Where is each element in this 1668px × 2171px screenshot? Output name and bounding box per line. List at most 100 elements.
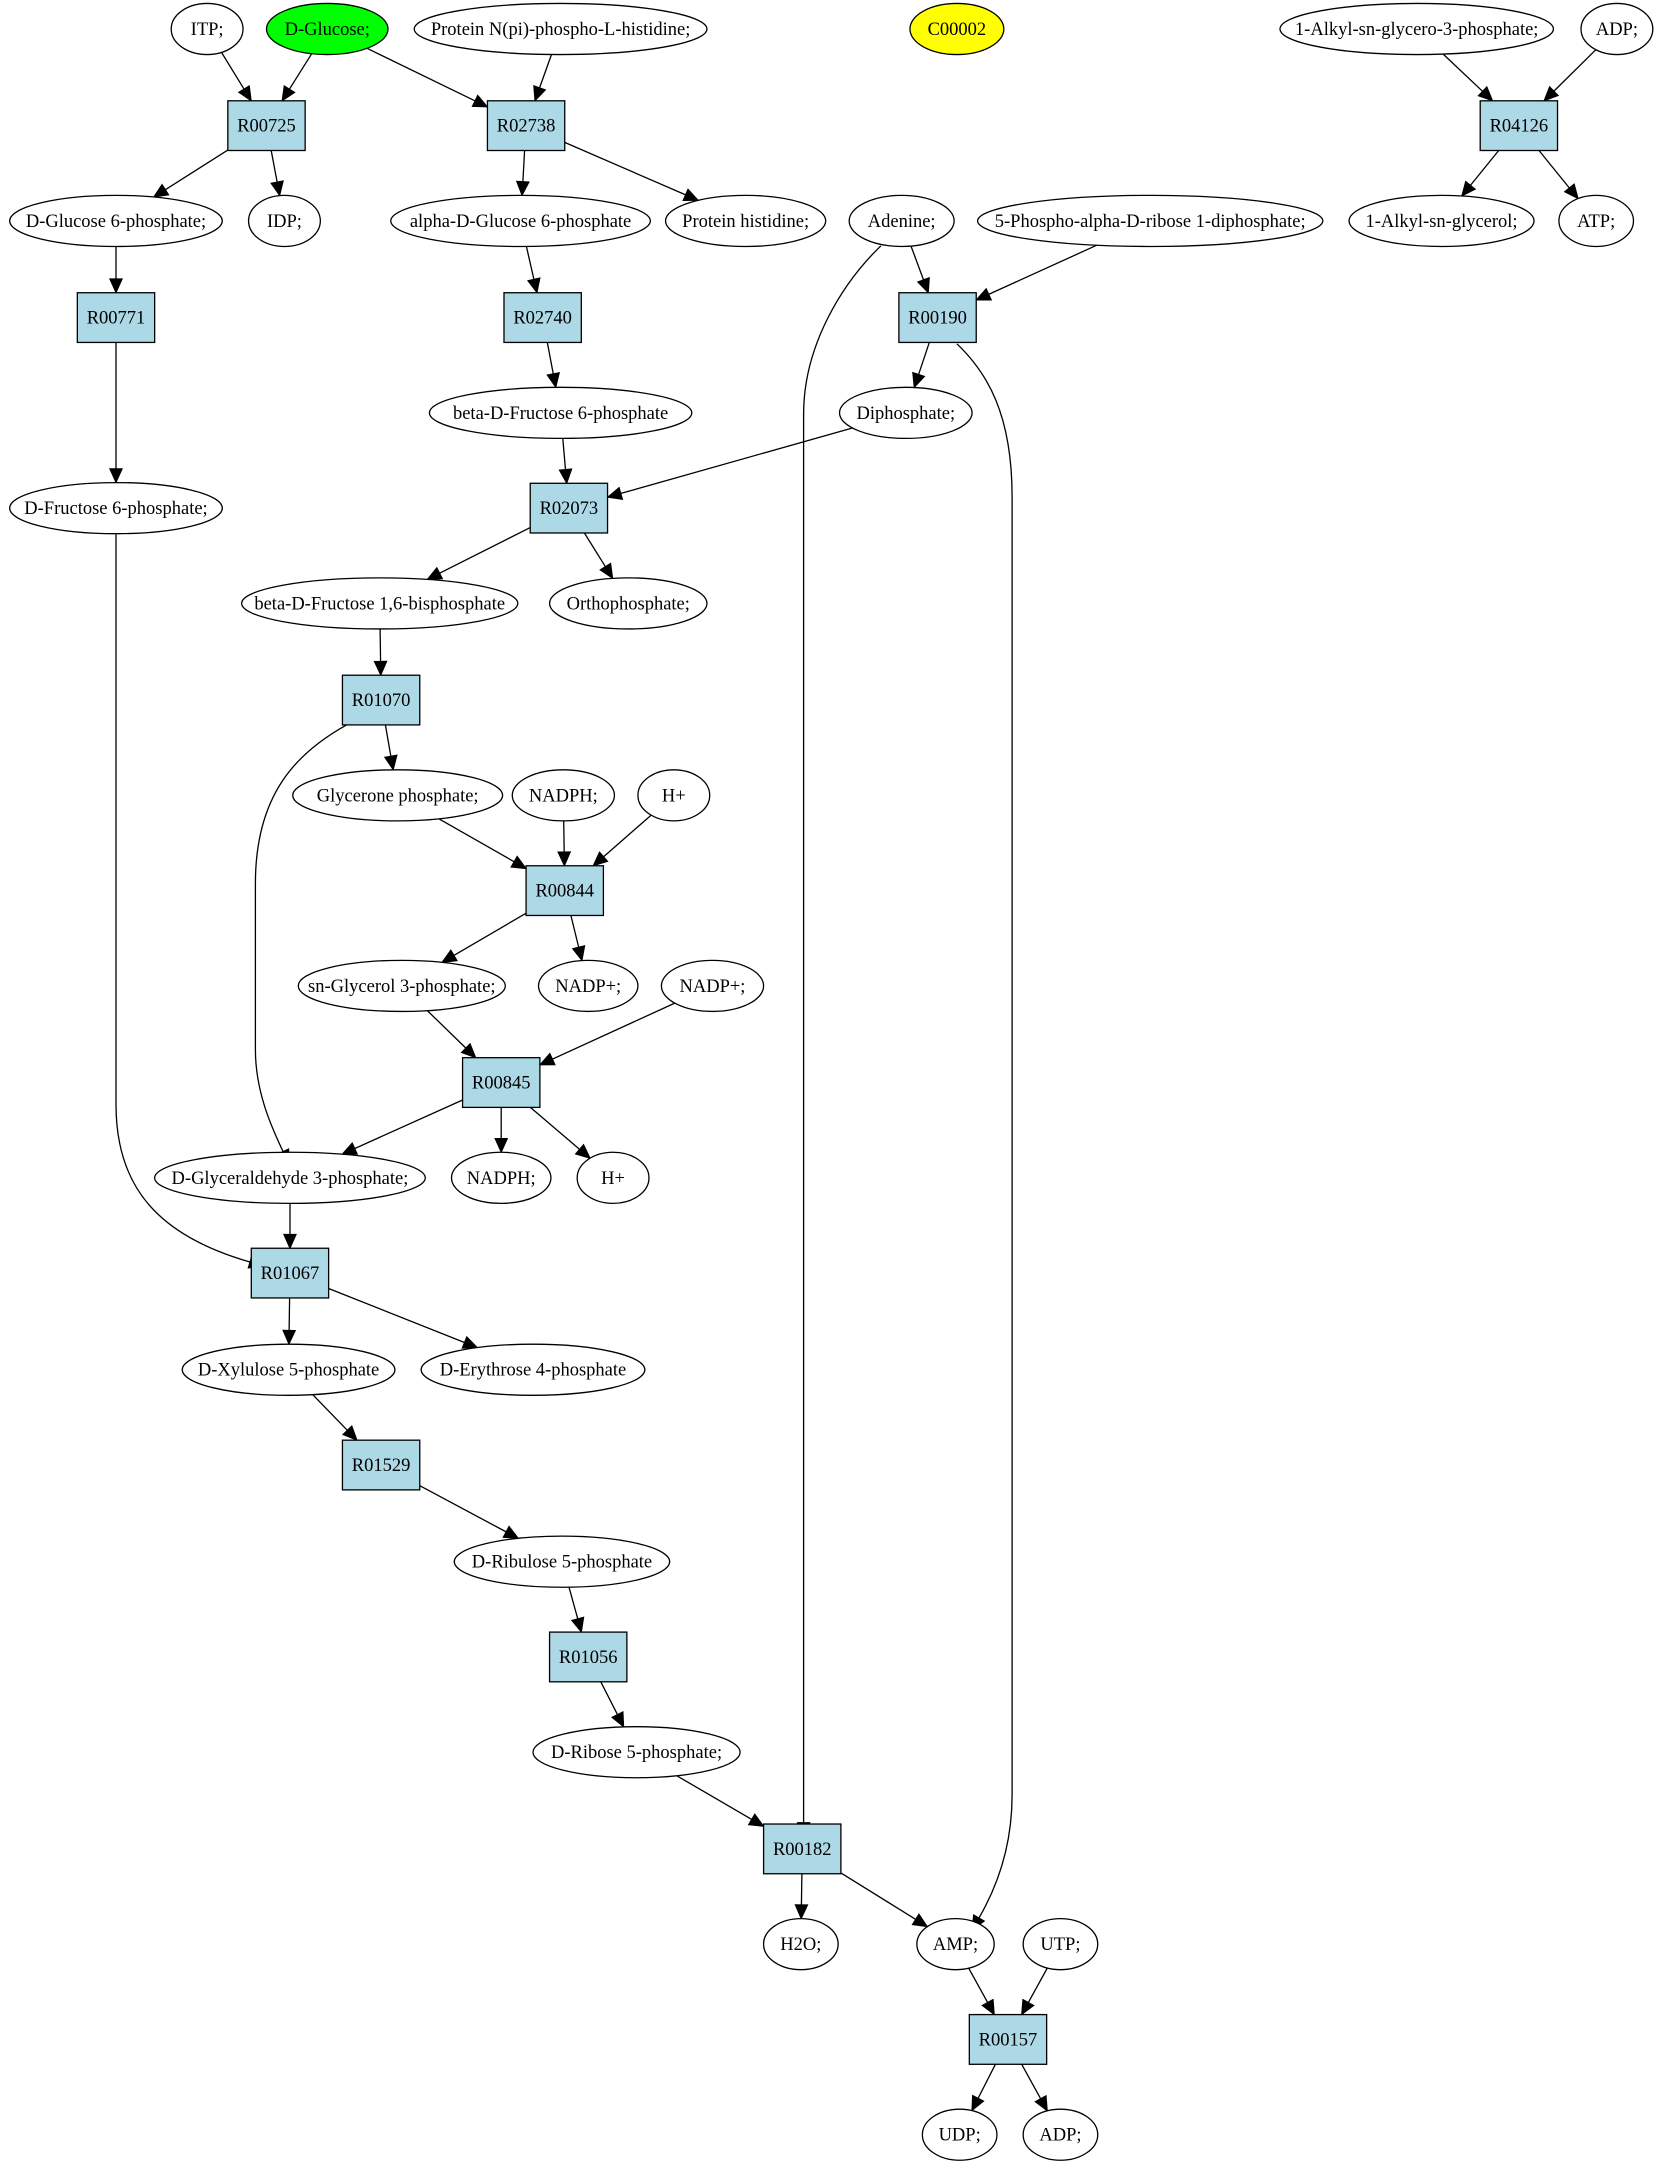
compound-node-hplus-2-shape <box>576 1151 650 1205</box>
edge-dglucose-to-r00725-line <box>288 53 313 91</box>
compound-node-dg6p[interactable]: D-Glucose 6-phosphate; <box>9 194 223 248</box>
compound-node-df6p-label: D-Fructose 6-phosphate; <box>24 499 207 519</box>
compound-node-h2o-label: H2O; <box>780 1935 821 1955</box>
reaction-node-r02073[interactable]: R02073 <box>529 482 609 534</box>
compound-node-itp[interactable]: ITP; <box>170 2 244 56</box>
reaction-node-r02740[interactable]: R02740 <box>503 292 582 344</box>
compound-node-dr5p[interactable]: D-Ribose 5-phosphate; <box>532 1726 741 1779</box>
compound-node-amp[interactable]: AMP; <box>916 1917 995 1971</box>
compound-node-dg6p-label: D-Glucose 6-phosphate; <box>26 212 206 232</box>
reaction-node-r00190[interactable]: R00190 <box>898 292 977 344</box>
compound-node-idp[interactable]: IDP; <box>247 194 321 248</box>
edge-r01529-to-dru5p <box>419 1485 520 1539</box>
compound-node-protein-npi[interactable]: Protein N(pi)-phospho-L-histidine; <box>413 2 708 56</box>
compound-node-nadph-2[interactable]: NADPH; <box>450 1151 552 1205</box>
compound-node-df6p-shape <box>9 481 223 535</box>
edge-sng3p-to-r00845-arrowhead <box>460 1042 477 1059</box>
compound-node-dru5p[interactable]: D-Ribulose 5-phosphate <box>453 1535 671 1588</box>
compound-node-alkyl-g3p[interactable]: 1-Alkyl-sn-glycero-3-phosphate; <box>1279 2 1555 56</box>
compound-node-df6p[interactable]: D-Fructose 6-phosphate; <box>9 481 223 535</box>
edge-r00157-to-udp-line <box>976 2064 996 2100</box>
reaction-node-r00771[interactable]: R00771 <box>76 292 156 344</box>
reaction-node-r00845-shape <box>461 1057 541 1109</box>
compound-node-hplus-2-label: H+ <box>601 1169 625 1189</box>
reaction-node-r01067[interactable]: R01067 <box>250 1247 330 1299</box>
compound-node-diphosphate[interactable]: Diphosphate; <box>838 386 973 440</box>
compound-node-orthophosphate-shape <box>548 577 708 630</box>
compound-node-adp-bottom[interactable]: ADP; <box>1022 2108 1099 2161</box>
compound-node-nadp-2[interactable]: NADP+; <box>660 959 765 1013</box>
compound-node-hplus-2[interactable]: H+ <box>576 1151 650 1205</box>
edge-r02738-to-prot-his <box>564 141 700 202</box>
compound-node-prot-his[interactable]: Protein histidine; <box>664 194 827 248</box>
compound-node-bdf6p[interactable]: beta-D-Fructose 6-phosphate <box>428 386 693 440</box>
compound-node-adp-top-shape <box>1580 2 1654 56</box>
edge-hplus-1-to-r00844-line <box>602 814 652 859</box>
edge-adenine-to-r00182-line <box>802 245 882 1823</box>
compound-node-atp[interactable]: ATP; <box>1558 194 1635 248</box>
reaction-node-r01056[interactable]: R01056 <box>548 1631 628 1683</box>
reaction-node-r00182[interactable]: R00182 <box>762 1823 842 1875</box>
reaction-node-r00725[interactable]: R00725 <box>227 100 306 152</box>
compound-node-prpp-shape <box>976 194 1324 248</box>
compound-node-alkyl-g3p-label: 1-Alkyl-sn-glycero-3-phosphate; <box>1295 20 1539 40</box>
reaction-node-r04126[interactable]: R04126 <box>1479 100 1559 152</box>
edge-r04126-to-atp <box>1538 150 1579 200</box>
compound-node-sng3p[interactable]: sn-Glycerol 3-phosphate; <box>297 959 507 1013</box>
edge-r00182-to-amp <box>840 1872 929 1928</box>
compound-node-dga3p[interactable]: D-Glyceraldehyde 3-phosphate; <box>153 1151 426 1205</box>
compound-node-udp[interactable]: UDP; <box>921 2108 998 2161</box>
compound-node-prot-his-label: Protein histidine; <box>682 212 809 232</box>
compound-node-adenine[interactable]: Adenine; <box>848 194 955 248</box>
compound-node-nadph-1[interactable]: NADPH; <box>511 769 616 822</box>
edge-r00157-to-adp-bottom <box>1021 2063 1048 2112</box>
edge-r00157-to-udp-arrowhead <box>971 2094 985 2112</box>
edge-itp-to-r00725 <box>220 52 252 102</box>
edge-adp-top-to-r04126-line <box>1552 49 1597 93</box>
reaction-node-r01529[interactable]: R01529 <box>341 1439 421 1491</box>
compound-node-prpp[interactable]: 5-Phospho-alpha-D-ribose 1-diphosphate; <box>976 194 1324 248</box>
edge-r02740-to-bdf6p <box>546 342 561 389</box>
compound-node-bdf16bp-label: beta-D-Fructose 1,6-bisphosphate <box>254 594 505 614</box>
reaction-node-r00845[interactable]: R00845 <box>461 1057 541 1109</box>
compound-node-dglucose[interactable]: D-Glucose; <box>265 2 389 56</box>
compound-node-nadp-1[interactable]: NADP+; <box>537 959 639 1013</box>
edge-r01056-to-dr5p-arrowhead <box>610 1710 625 1728</box>
edge-alkyl-g3p-to-r04126 <box>1442 53 1494 102</box>
compound-node-dx5p-label: D-Xylulose 5-phosphate <box>198 1361 379 1381</box>
compound-node-adg6p-shape <box>390 194 652 248</box>
compound-node-glycerone-p[interactable]: Glycerone phosphate; <box>292 769 504 822</box>
compound-node-dr5p-shape <box>532 1726 741 1779</box>
edge-adenine-to-r00190-line <box>910 245 925 282</box>
edge-r00845-to-hplus-2 <box>529 1106 591 1160</box>
compound-node-orthophosphate[interactable]: Orthophosphate; <box>548 577 708 630</box>
edge-r01056-to-dr5p-line <box>600 1681 619 1717</box>
compound-node-adg6p[interactable]: alpha-D-Glucose 6-phosphate <box>390 194 652 248</box>
edge-r01067-to-de4p-arrowhead <box>461 1335 479 1349</box>
reaction-node-r00844[interactable]: R00844 <box>525 865 605 917</box>
reaction-node-r02738[interactable]: R02738 <box>486 100 566 152</box>
edge-dru5p-to-r01056-arrowhead <box>570 1616 585 1634</box>
reaction-node-r00157[interactable]: R00157 <box>968 2013 1048 2065</box>
compound-node-h2o[interactable]: H2O; <box>762 1917 839 1971</box>
compound-node-alkyl-glycerol[interactable]: 1-Alkyl-sn-glycerol; <box>1348 194 1535 248</box>
edge-r00845-to-hplus-2-arrowhead <box>574 1143 591 1160</box>
compound-node-adp-top[interactable]: ADP; <box>1580 2 1654 56</box>
edge-r00844-to-nadp-1-line <box>570 915 580 949</box>
compound-node-adp-bottom-shape <box>1022 2108 1099 2161</box>
compound-node-bdf16bp[interactable]: beta-D-Fructose 1,6-bisphosphate <box>240 577 519 630</box>
reaction-node-r00157-label: R00157 <box>979 2030 1038 2050</box>
compound-node-dx5p[interactable]: D-Xylulose 5-phosphate <box>181 1343 396 1396</box>
reaction-node-r01070[interactable]: R01070 <box>341 674 421 726</box>
compound-node-itp-shape <box>170 2 244 56</box>
compound-node-utp[interactable]: UTP; <box>1022 1917 1099 1971</box>
edge-glycerone-p-to-r00844-line <box>438 818 516 863</box>
edge-r00157-to-adp-bottom-line <box>1021 2063 1042 2101</box>
compound-node-c00002[interactable]: C00002 <box>909 2 1005 56</box>
edge-r00844-to-nadp-1-arrowhead <box>571 944 586 962</box>
edge-protein-npi-to-r02738 <box>533 54 553 102</box>
compound-node-hplus-1[interactable]: H+ <box>637 769 711 822</box>
edge-adp-top-to-r04126 <box>1543 49 1597 102</box>
compound-node-de4p[interactable]: D-Erythrose 4-phosphate <box>420 1343 646 1396</box>
reaction-node-r01529-shape <box>341 1439 421 1491</box>
